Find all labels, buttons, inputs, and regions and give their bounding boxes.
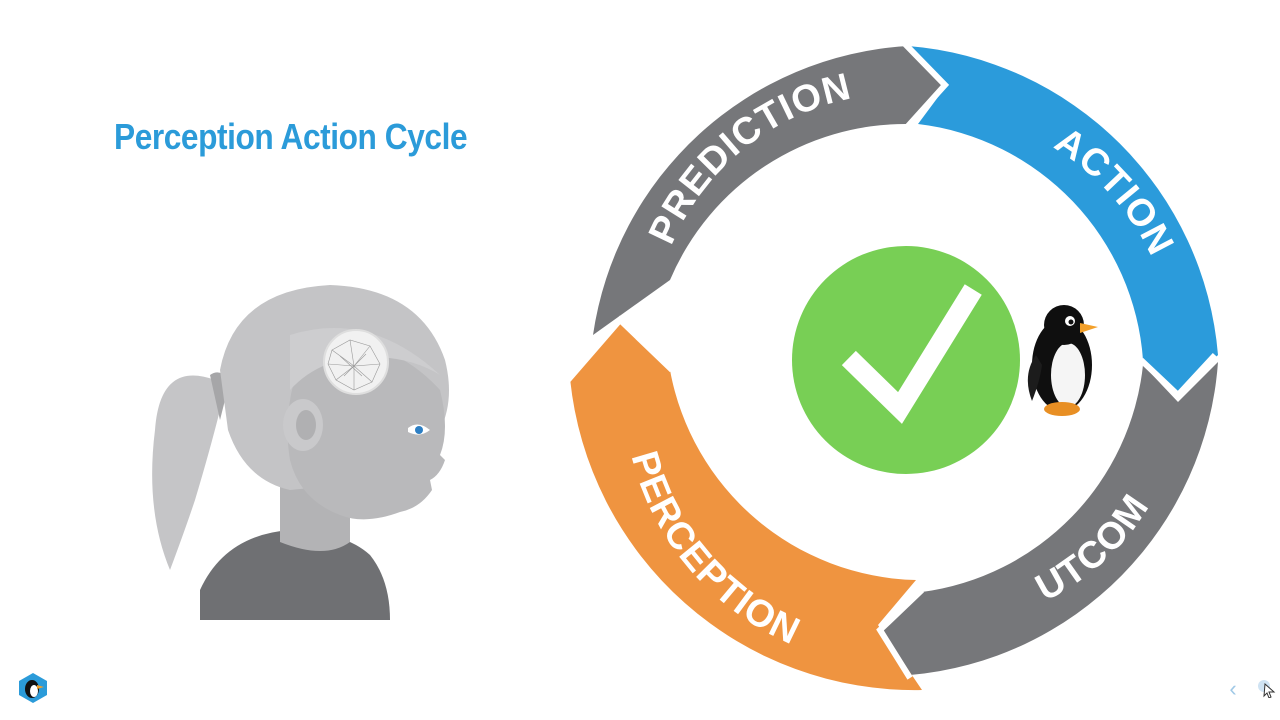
checkmark-icon (841, 284, 982, 424)
chevron-left-icon[interactable]: ‹ (1229, 676, 1237, 701)
action-segment (908, 46, 1218, 395)
penguin-logo-icon[interactable] (17, 672, 49, 704)
perception-segment (570, 320, 922, 691)
outcome-segment (882, 362, 1218, 675)
penguin-icon (1027, 305, 1098, 416)
center-circle (792, 246, 1020, 474)
chevron-right-icon[interactable] (1256, 678, 1276, 698)
prediction-segment (593, 46, 947, 335)
girl-head-illustration (152, 285, 449, 620)
perception-action-cycle-diagram: PREDICTION ACTION OUTCOME PERCEPTION (560, 30, 1218, 691)
slide-title: Perception Action Cycle (114, 116, 468, 157)
